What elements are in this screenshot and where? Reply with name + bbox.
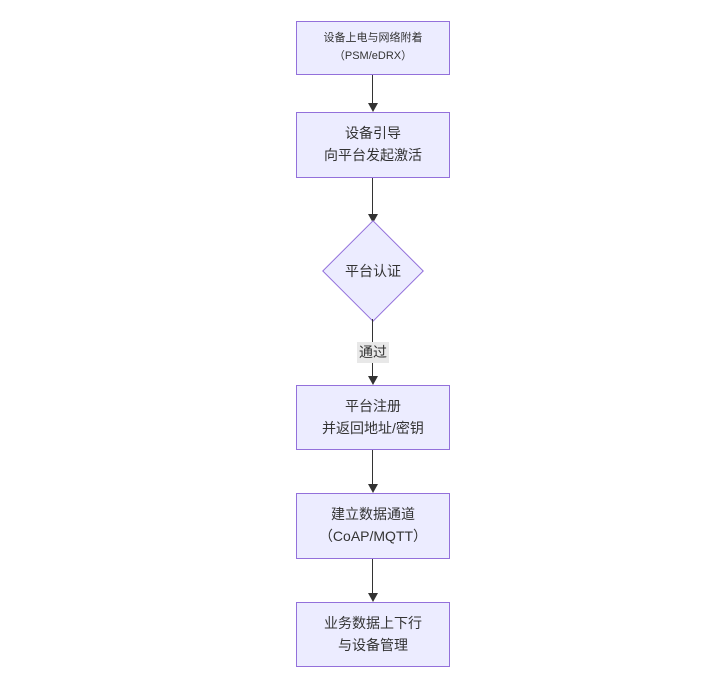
arrowhead-icon: [368, 593, 378, 602]
edge-label-pass: 通过: [357, 342, 389, 363]
node-bootstrap-line1: 设备引导: [345, 125, 401, 142]
node-business-line1: 业务数据上下行: [324, 614, 422, 631]
node-register-line1: 平台注册: [345, 397, 401, 414]
node-data-channel-line1: 建立数据通道: [331, 506, 415, 523]
node-data-channel-line2: （CoAP/MQTT）: [318, 528, 428, 544]
arrowhead-icon: [368, 103, 378, 112]
node-register: 平台注册 并返回地址/密钥: [296, 385, 450, 450]
node-power-attach-line2: （PSM/eDRX）: [333, 50, 413, 62]
edge-channel-to-business: [372, 559, 373, 593]
node-power-attach-line1: 设备上电与网络附着: [323, 32, 423, 45]
edge-power-to-bootstrap: [372, 75, 373, 103]
node-register-line2: 并返回地址/密钥: [322, 419, 424, 436]
node-bootstrap: 设备引导 向平台发起激活: [296, 112, 450, 178]
edge-bootstrap-to-auth: [372, 178, 373, 214]
arrowhead-icon: [368, 214, 378, 223]
node-business-line2: 与设备管理: [338, 636, 408, 653]
node-data-channel: 建立数据通道 （CoAP/MQTT）: [296, 493, 450, 559]
edge-register-to-channel: [372, 450, 373, 484]
arrowhead-icon: [368, 376, 378, 385]
node-platform-auth-label: 平台认证: [345, 263, 401, 279]
node-bootstrap-line2: 向平台发起激活: [324, 147, 422, 163]
node-business: 业务数据上下行 与设备管理: [296, 602, 450, 667]
node-power-attach: 设备上电与网络附着 （PSM/eDRX）: [296, 21, 450, 75]
arrowhead-icon: [368, 484, 378, 493]
